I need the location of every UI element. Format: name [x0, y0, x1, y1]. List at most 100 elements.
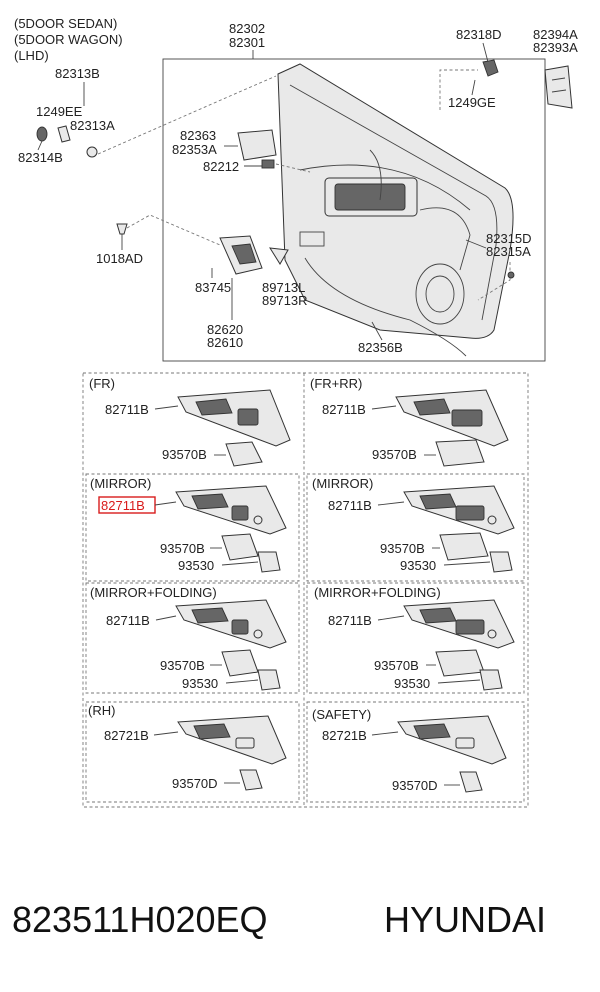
bezel-label: 82711B [328, 498, 372, 513]
panel-fr: (FR) 82711B 93570B [89, 376, 291, 467]
panel-border-rh [85, 701, 300, 803]
bezel-label: 82711B [328, 613, 372, 628]
switch-drawing [435, 649, 485, 677]
switch-label: 93570B [160, 658, 205, 673]
panel-border-mirror-right [306, 473, 525, 582]
label-83745: 83745 [195, 280, 231, 295]
switch-drawing [435, 439, 485, 467]
clip-82212-drawing [261, 159, 275, 169]
switch-label: 93570B [374, 658, 419, 673]
screw-drawing [57, 125, 71, 143]
switch-drawing [221, 649, 259, 677]
bezel-label: 82711B [105, 402, 149, 417]
panel-border-mirror-left [85, 473, 300, 582]
bezel-label: 82721B [104, 728, 149, 743]
panel-title: (RH) [88, 703, 115, 718]
panel-rh: (RH) 82721B 93570D [88, 703, 287, 791]
panel-fr-rr: (FR+RR) 82711B 93570B [310, 376, 509, 467]
mirror-switch-drawing [489, 551, 513, 573]
label-1249GE: 1249GE [448, 95, 496, 110]
label-82393A: 82393A [533, 40, 578, 55]
switch-label: 93570D [392, 778, 438, 793]
label-82313B: 82313B [55, 66, 100, 81]
panel-mirror-folding-right: (MIRROR+FOLDING) 82711B 93570B 93530 [314, 585, 515, 691]
fastener-82315A-drawing [507, 271, 515, 279]
label-82356B: 82356B [358, 340, 403, 355]
label-82315D: 82315D [486, 231, 532, 246]
screw-1018AD-drawing [116, 223, 128, 235]
cap-89713-drawing [269, 247, 289, 265]
switch-label: 93570B [160, 541, 205, 556]
panel-title: (FR) [89, 376, 115, 391]
label-82315A: 82315A [486, 244, 531, 259]
bezel-drawing [175, 485, 287, 535]
bezel-label: 82721B [322, 728, 367, 743]
panel-title: (MIRROR+FOLDING) [90, 585, 217, 600]
clip-drawing [482, 59, 499, 77]
label-82318D: 82318D [456, 27, 502, 42]
switch-label: 93570B [380, 541, 425, 556]
label-82353A: 82353A [172, 142, 217, 157]
panel-border-folding-left [85, 582, 300, 694]
panel-title: (FR+RR) [310, 376, 362, 391]
panel-safety: (SAFETY) 82721B 93570D [312, 707, 507, 793]
panel-mirror-left: (MIRROR) 82711B 93570B 93530 [90, 476, 287, 573]
switch-variants-frame [82, 372, 529, 808]
label-82212: 82212 [203, 159, 239, 174]
cap-drawing [36, 126, 48, 142]
label-89713L: 89713L [262, 280, 305, 295]
handle-cover-drawing [237, 129, 277, 161]
switch-drawing [221, 533, 259, 561]
bezel-label: 82711B [106, 613, 150, 628]
variant-line-lhd: (LHD) [14, 48, 49, 63]
mirror-switch-label: 93530 [182, 676, 218, 691]
label-82301: 82301 [229, 35, 265, 50]
switch-drawing [225, 441, 263, 467]
switch-drawing [459, 771, 483, 793]
label-82363: 82363 [180, 128, 216, 143]
panel-title: (MIRROR) [312, 476, 373, 491]
bezel-drawing [177, 389, 291, 447]
mirror-switch-label: 93530 [178, 558, 214, 573]
footer-brand: HYUNDAI [384, 899, 546, 940]
bezel-label-highlighted: 82711B [101, 498, 145, 513]
switch-label: 93570B [372, 447, 417, 462]
label-1018AD: 1018AD [96, 251, 143, 266]
panel-title: (MIRROR) [90, 476, 151, 491]
bezel-drawing [175, 599, 287, 649]
door-trim-panel-drawing [277, 63, 514, 339]
label-82313A: 82313A [70, 118, 115, 133]
label-1249EE: 1249EE [36, 104, 83, 119]
mirror-switch-drawing [479, 669, 503, 691]
mirror-switch-label: 93530 [400, 558, 436, 573]
switch-drawing [239, 769, 263, 791]
footer-part-number: 823511H020EQ [12, 899, 268, 940]
panel-mirror-right: (MIRROR) 82711B 93570B 93530 [312, 476, 515, 573]
label-82610: 82610 [207, 335, 243, 350]
bezel-drawing [397, 715, 507, 765]
door-assembly-frame [162, 58, 546, 362]
label-82302: 82302 [229, 21, 265, 36]
panel-mirror-folding-left: (MIRROR+FOLDING) 82711B 93570B 93530 [90, 585, 287, 691]
bracket-drawing [544, 65, 573, 109]
panel-border-folding-right [306, 582, 525, 694]
label-82394A: 82394A [533, 27, 578, 42]
switch-drawing [439, 532, 489, 561]
weather-strip-drawing [304, 257, 467, 357]
label-89713R: 89713R [262, 293, 308, 308]
bezel-label: 82711B [322, 402, 366, 417]
label-82314B: 82314B [18, 150, 63, 165]
mirror-switch-drawing [257, 669, 281, 691]
label-82620: 82620 [207, 322, 243, 337]
mirror-switch-label: 93530 [394, 676, 430, 691]
switch-label: 93570D [172, 776, 218, 791]
bezel-drawing [177, 715, 287, 765]
switch-label: 93570B [162, 447, 207, 462]
panel-border-safety [306, 701, 525, 803]
panel-title: (SAFETY) [312, 707, 371, 722]
panel-title: (MIRROR+FOLDING) [314, 585, 441, 600]
grommet-drawing [86, 146, 98, 158]
mirror-switch-drawing [257, 551, 281, 573]
variant-line-sedan: (5DOOR SEDAN) [14, 16, 117, 31]
